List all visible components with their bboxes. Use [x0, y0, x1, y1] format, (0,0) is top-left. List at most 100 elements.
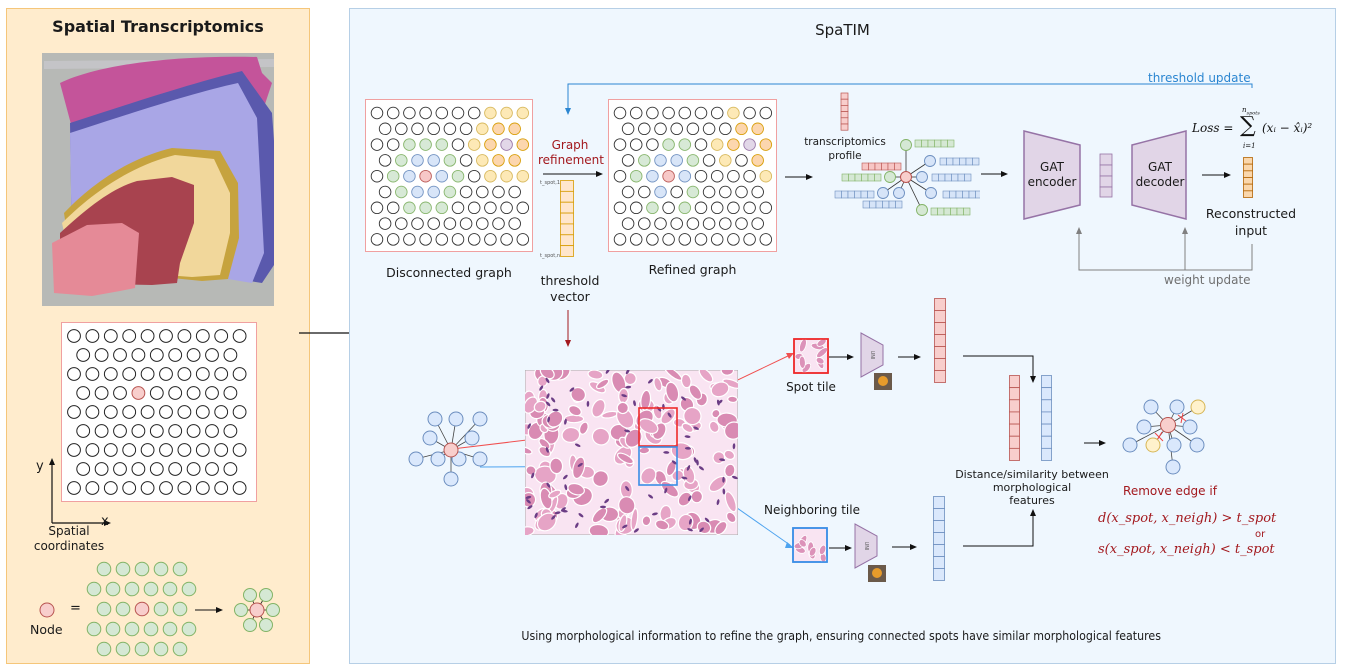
spot-neighbor-graph [408, 411, 488, 487]
nucleus [699, 527, 704, 533]
neighbor-spot [448, 411, 464, 427]
graph-spot [629, 169, 643, 183]
graph-spot [443, 217, 457, 230]
neighbor-node [96, 561, 112, 577]
spot [76, 348, 91, 362]
spot [232, 367, 247, 381]
graph-spot [476, 154, 489, 167]
arrow-head [216, 607, 223, 613]
graph-spot [500, 106, 513, 120]
graph-spot [629, 106, 643, 120]
spot [159, 405, 173, 419]
feature-cell [875, 200, 883, 209]
graph-spot [403, 169, 416, 183]
muscle-fiber [677, 513, 694, 532]
graph-spot [467, 169, 481, 183]
graph-spot [467, 233, 481, 246]
graph-spot [476, 217, 489, 230]
feature-cell [968, 190, 976, 199]
graph-node [1165, 459, 1181, 475]
profile-cell [840, 105, 849, 112]
neighbor-node [259, 588, 273, 602]
neighbor-node [181, 621, 197, 637]
nucleus [545, 401, 551, 407]
neighbor-node [96, 601, 112, 617]
graph-spot [646, 201, 659, 215]
vector-cell [933, 556, 945, 569]
graph-spot [719, 122, 732, 136]
neighbor-node [115, 601, 131, 617]
spot [195, 367, 210, 381]
spot [140, 481, 155, 495]
vector-cell [934, 358, 946, 371]
neighbor-spot [472, 451, 488, 467]
center-node [134, 601, 150, 617]
graph-spot [662, 201, 675, 215]
feature-cell [934, 139, 942, 148]
muscle-fiber [725, 511, 737, 524]
vector-cell [1009, 447, 1020, 461]
similarity-condition: s(x_spot, x_neigh) < t_spot [1098, 542, 1275, 557]
loss-formula-lhs: Loss = [1192, 121, 1234, 135]
graph-spot [743, 169, 756, 183]
graph-spot [435, 138, 449, 151]
y-axis-label: y [36, 459, 44, 474]
spot [103, 405, 118, 419]
graph-spot [484, 169, 497, 183]
spot [159, 443, 173, 457]
graph-spot [727, 233, 740, 246]
pruned-graph [1122, 399, 1206, 475]
reconstructed-vector [1243, 157, 1253, 198]
vector-cell [934, 346, 946, 359]
muscle-fiber [808, 546, 817, 557]
nucleus [569, 387, 575, 392]
nucleus [546, 393, 550, 399]
graph-spot [419, 169, 432, 183]
nucleus [681, 476, 688, 480]
muscle-fiber [681, 422, 694, 434]
graph-spot [386, 201, 400, 215]
tissue-section-image [42, 53, 274, 306]
nucleus [526, 499, 531, 504]
muscle-fiber [572, 456, 586, 480]
profile-cell [840, 111, 849, 119]
graph-spot [710, 138, 724, 151]
graph-spot [459, 185, 473, 199]
nucleus [693, 426, 699, 430]
spot [223, 462, 238, 476]
neighbor-spot [430, 451, 446, 467]
graph-spot [386, 233, 400, 246]
feature-cell [914, 139, 922, 148]
graph-spot [419, 138, 432, 151]
graph-spot [403, 106, 416, 120]
x-axis-arrowhead [104, 520, 111, 526]
graph-node [1166, 437, 1182, 453]
spot [159, 329, 173, 343]
feature-cell [888, 200, 896, 209]
threshold-update-line [567, 83, 1253, 110]
graph-spot [395, 154, 408, 167]
vector-cell [1243, 163, 1253, 172]
graph-spot [751, 122, 764, 136]
nucleus [663, 451, 670, 454]
feature-cell [848, 173, 856, 182]
graph-spot [727, 106, 740, 120]
feature-cell [881, 162, 889, 171]
muscle-fiber [563, 414, 585, 424]
nucleus [722, 488, 726, 495]
feature-cell [841, 173, 849, 182]
spot [214, 481, 229, 495]
muscle-fiber [683, 406, 702, 426]
neighboring-tile-label: Neighboring tile [764, 503, 860, 517]
feature-cell [847, 190, 855, 199]
graph-spot [638, 217, 651, 230]
feature-cell [854, 173, 862, 182]
graph-spot [670, 122, 683, 136]
graph-spot [443, 185, 457, 199]
graph-spot [710, 106, 724, 120]
graph-spot [427, 122, 440, 136]
neighbor-feature-vector-compare [1041, 375, 1052, 461]
graph-spot [759, 169, 773, 183]
graph-spot [476, 122, 489, 136]
spot [122, 329, 137, 343]
